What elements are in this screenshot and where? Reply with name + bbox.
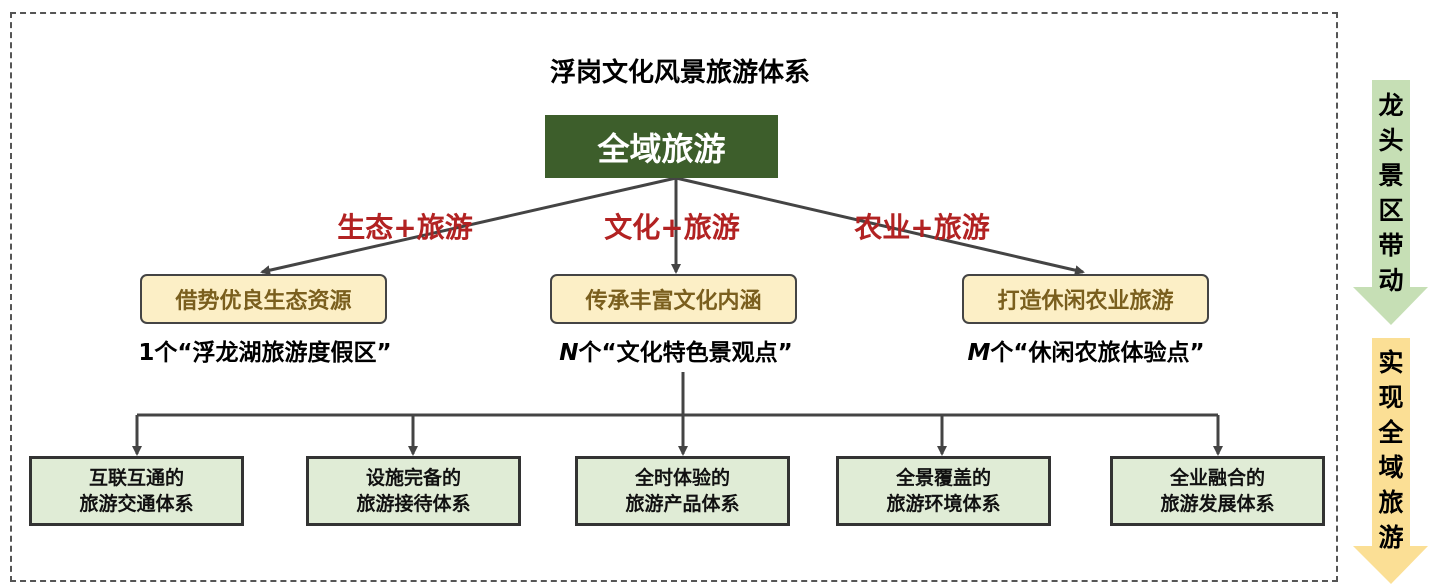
caption-prefix: N	[559, 340, 579, 366]
side-text-achieve: 实现全域旅游	[1378, 348, 1404, 552]
core-box: 全域旅游	[545, 115, 778, 178]
caption-agri: M个“休闲农旅体验点”	[906, 333, 1266, 367]
system-box-reception: 设施完备的旅游接待体系	[306, 456, 521, 526]
caption-text: 个“浮龙湖旅游度假区”	[154, 340, 392, 366]
system-line1: 全时体验的	[634, 467, 730, 489]
side-text-leading: 龙头景区带动	[1378, 91, 1404, 295]
caption-text: 个“休闲农旅体验点”	[990, 340, 1205, 366]
system-box-development: 全业融合的旅游发展体系	[1110, 456, 1325, 526]
system-line1: 互联互通的	[88, 467, 184, 489]
caption-eco: 1个“浮龙湖旅游度假区”	[85, 333, 445, 367]
caption-prefix: M	[967, 340, 991, 366]
system-box-environment: 全景覆盖的旅游环境体系	[836, 456, 1051, 526]
system-line2: 旅游发展体系	[1160, 493, 1275, 515]
dashed-frame	[10, 12, 1338, 582]
caption-text: 个“文化特色景观点”	[578, 340, 793, 366]
mid-box-culture: 传承丰富文化内涵	[550, 274, 797, 324]
system-line2: 旅游交通体系	[79, 493, 194, 515]
system-line1: 全景覆盖的	[895, 467, 991, 489]
branch-label-eco: 生态+旅游	[337, 211, 473, 244]
branch-label-culture: 文化+旅游	[604, 211, 740, 244]
system-line2: 旅游环境体系	[886, 493, 1001, 515]
diagram-title: 浮岗文化风景旅游体系	[549, 58, 810, 88]
system-box-transport: 互联互通的旅游交通体系	[29, 456, 244, 526]
system-line1: 全业融合的	[1169, 467, 1265, 489]
arrow-agri	[675, 176, 1085, 276]
caption-prefix: 1	[138, 340, 155, 366]
caption-culture: N个“文化特色景观点”	[496, 333, 856, 367]
mid-box-eco: 借势优良生态资源	[140, 274, 387, 324]
system-box-product: 全时体验的旅游产品体系	[575, 456, 790, 526]
branch-label-agri: 农业+旅游	[854, 211, 990, 244]
mid-box-agri: 打造休闲农业旅游	[962, 274, 1209, 324]
side-arrow-yellow	[1353, 338, 1428, 584]
arrow-eco	[260, 176, 677, 276]
system-line1: 设施完备的	[365, 467, 461, 489]
side-arrow-green	[1353, 80, 1428, 325]
system-line2: 旅游接待体系	[356, 493, 471, 515]
system-line2: 旅游产品体系	[625, 493, 740, 515]
